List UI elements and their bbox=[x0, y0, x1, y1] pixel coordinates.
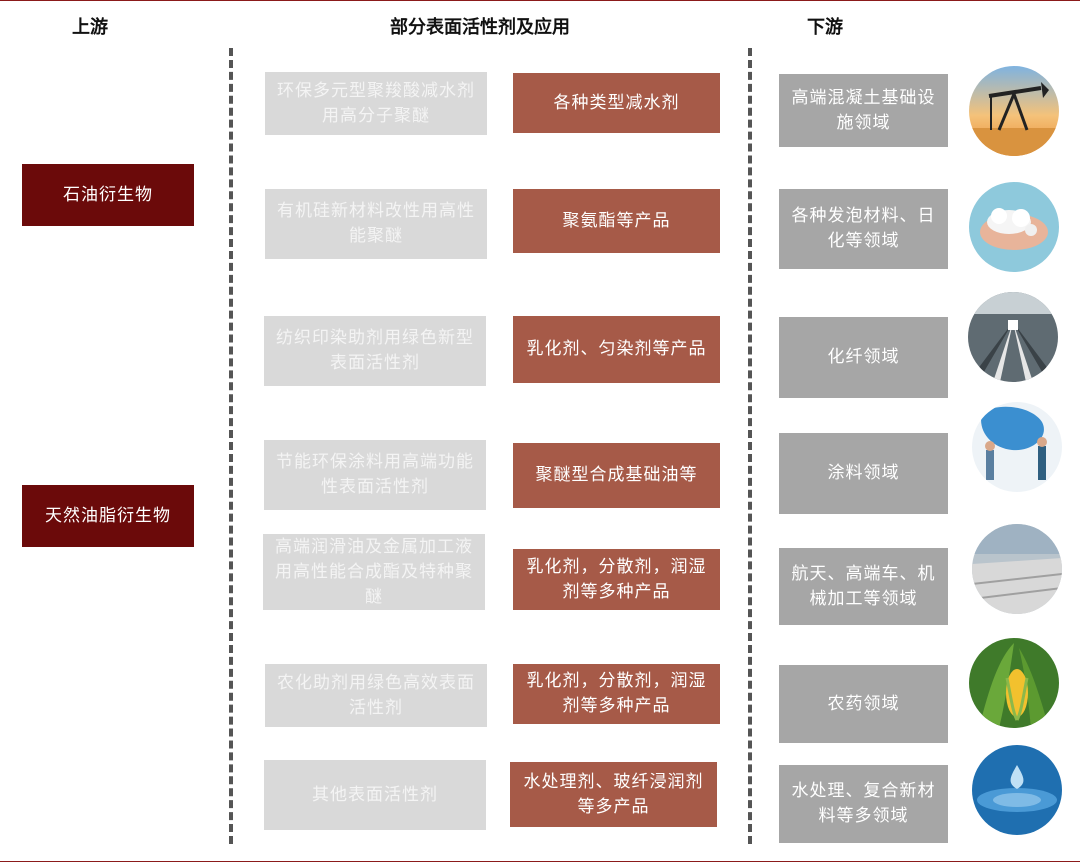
surfactant-box: 节能环保涂料用高端功能性表面活性剂 bbox=[264, 440, 486, 510]
oil-pump-icon bbox=[969, 66, 1059, 156]
downstream-box: 航天、高端车、机械加工等领域 bbox=[779, 548, 948, 625]
application-box: 聚醚型合成基础油等 bbox=[513, 443, 720, 508]
application-box: 各种类型减水剂 bbox=[513, 73, 720, 133]
bottom-rule bbox=[0, 861, 1080, 862]
upstream-natural-oil: 天然油脂衍生物 bbox=[22, 485, 194, 547]
application-box: 聚氨酯等产品 bbox=[513, 189, 720, 253]
downstream-box: 涂料领域 bbox=[779, 433, 948, 514]
application-box: 乳化剂、匀染剂等产品 bbox=[513, 316, 720, 383]
divider-right bbox=[748, 48, 752, 844]
header-upstream: 上游 bbox=[72, 17, 108, 38]
upstream-petroleum: 石油衍生物 bbox=[22, 164, 194, 226]
water-drop-icon bbox=[972, 745, 1062, 835]
foam-hands-icon bbox=[969, 182, 1059, 272]
factory-roof-icon bbox=[972, 524, 1062, 614]
surfactant-box: 高端润滑油及金属加工液用高性能合成酯及特种聚醚 bbox=[263, 534, 485, 610]
application-box: 乳化剂，分散剂，润湿剂等多种产品 bbox=[513, 664, 720, 724]
surfactant-box: 纺织印染助剂用绿色新型表面活性剂 bbox=[264, 316, 486, 386]
header-downstream: 下游 bbox=[807, 17, 843, 38]
textile-factory-icon bbox=[968, 292, 1058, 382]
corn-crop-icon bbox=[969, 638, 1059, 728]
downstream-box: 水处理、复合新材料等多领域 bbox=[779, 765, 948, 843]
divider-left bbox=[229, 48, 233, 844]
top-rule bbox=[0, 0, 1080, 1]
downstream-box: 化纤领域 bbox=[779, 317, 948, 398]
header-middle: 部分表面活性剂及应用 bbox=[390, 17, 570, 38]
surfactant-box: 其他表面活性剂 bbox=[264, 760, 486, 830]
downstream-box: 各种发泡材料、日化等领域 bbox=[779, 189, 948, 269]
surfactant-box: 环保多元型聚羧酸减水剂用高分子聚醚 bbox=[265, 72, 487, 135]
surfactant-box: 农化助剂用绿色高效表面活性剂 bbox=[265, 664, 487, 727]
downstream-box: 农药领域 bbox=[779, 665, 948, 743]
downstream-box: 高端混凝土基础设施领域 bbox=[779, 74, 948, 147]
application-box: 乳化剂，分散剂，润湿剂等多种产品 bbox=[513, 549, 720, 610]
application-box: 水处理剂、玻纤浸润剂等多产品 bbox=[510, 762, 717, 827]
surfactant-box: 有机硅新材料改性用高性能聚醚 bbox=[265, 189, 487, 259]
paint-coating-icon bbox=[972, 402, 1062, 492]
